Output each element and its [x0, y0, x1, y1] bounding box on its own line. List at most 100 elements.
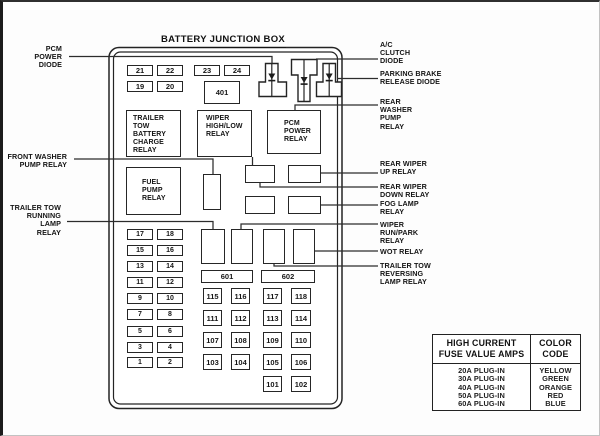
connector-602: 602	[261, 270, 315, 283]
relay-rear-wiper-down	[245, 165, 275, 183]
callout-fog-lamp-relay: FOG LAMP RELAY	[380, 199, 419, 217]
callout-leader-lines	[67, 55, 378, 267]
fuse-111: 111	[203, 310, 222, 326]
relay-trailer-tow-reversing-lamp	[263, 229, 285, 264]
fuse-9: 9	[127, 293, 153, 304]
fuse-1: 1	[127, 357, 153, 368]
callout-front-washer-pump-relay: FRONT WASHER PUMP RELAY	[7, 152, 67, 170]
fuse-103: 103	[203, 354, 222, 370]
relay-front-washer-pump	[203, 174, 221, 210]
callout-wiper-run-park-relay: WIPER RUN/PARK RELAY	[380, 220, 419, 246]
fuse-106: 106	[291, 354, 311, 370]
fuse-5: 5	[127, 326, 153, 337]
fuse-108: 108	[231, 332, 250, 348]
legend-color-orange: ORANGE	[538, 382, 573, 392]
legend-color-blue: BLUE	[545, 399, 566, 409]
callout-rear-wiper-up-relay: REAR WIPER UP RELAY	[380, 159, 427, 177]
relay-trailer-tow-battery-charge-label: TRAILER TOW BATTERY CHARGE RELAY	[133, 115, 166, 155]
fuse-107: 107	[203, 332, 222, 348]
fuse-22: 22	[157, 65, 183, 76]
relay-trailer-tow-running-lamp	[201, 229, 225, 264]
legend-amps-column: 20A PLUG-IN 30A PLUG-IN 40A PLUG-IN 50A …	[433, 364, 531, 410]
fuse-20: 20	[157, 81, 183, 92]
junction-box-inner-border	[112, 51, 339, 405]
fuse-110: 110	[291, 332, 311, 348]
legend-body-row: 20A PLUG-IN 30A PLUG-IN 40A PLUG-IN 50A …	[433, 364, 580, 410]
callout-wot-relay: WOT RELAY	[380, 246, 424, 256]
fuse-4: 4	[157, 342, 183, 353]
legend-color-yellow: YELLOW	[539, 366, 572, 375]
relay-fuel-pump-label: FUEL PUMP RELAY	[142, 179, 166, 203]
callout-pcm-power-diode: PCM POWER DIODE	[34, 44, 62, 70]
fuse-19: 19	[127, 81, 153, 92]
fuse-14: 14	[157, 261, 183, 272]
fuse-105: 105	[263, 354, 282, 370]
callout-ac-clutch-diode: A/C CLUTCH DIODE	[380, 40, 411, 66]
relay-pcm-power: PCM POWER RELAY	[267, 110, 321, 154]
legend-amps-60: 60A PLUG-IN	[458, 399, 505, 409]
parking-brake-release-diode-symbol	[315, 62, 343, 98]
legend-table: HIGH CURRENT FUSE VALUE AMPS COLOR CODE …	[432, 334, 581, 411]
fuse-401: 401	[204, 81, 240, 104]
relay-rear-wiper-up	[288, 165, 321, 183]
fuse-102: 102	[291, 376, 311, 392]
leader-trailer-tow-running-lamp-relay	[67, 220, 214, 229]
fuse-6: 6	[157, 326, 183, 337]
fuse-2: 2	[157, 357, 183, 368]
legend-amps-50: 50A PLUG-IN	[458, 390, 505, 400]
leader-rear-wiper-down-relay	[259, 182, 378, 188]
relay-wiper-run-park	[231, 229, 253, 264]
fuse-10: 10	[157, 293, 183, 304]
fuse-15: 15	[127, 245, 153, 256]
callout-rear-wiper-down-relay: REAR WIPER DOWN RELAY	[380, 181, 430, 199]
leader-trailer-tow-reversing-lamp-relay	[273, 263, 378, 267]
callout-parking-brake-release-diode: PARKING BRAKE RELEASE DIODE	[380, 69, 442, 87]
fuse-117: 117	[263, 288, 282, 304]
diagram-title-text: BATTERY JUNCTION BOX	[159, 34, 287, 48]
relay-wiper-high-low-label: WIPER HIGH/LOW RELAY	[206, 115, 243, 139]
fuse-23: 23	[194, 65, 220, 76]
legend-header-color-code: COLOR CODE	[539, 338, 572, 359]
relay-pcm-power-label: PCM POWER RELAY	[284, 120, 311, 144]
callout-rear-washer-pump-relay: REAR WASHER PUMP RELAY	[380, 97, 413, 131]
legend-header-fuse-value: HIGH CURRENT FUSE VALUE AMPS	[433, 335, 531, 363]
legend-amps-30: 30A PLUG-IN	[458, 374, 505, 384]
fuse-21: 21	[127, 65, 153, 76]
fuse-16: 16	[157, 245, 183, 256]
legend-amps-20: 20A PLUG-IN	[458, 366, 505, 375]
callout-trailer-tow-running-lamp-relay: TRAILER TOW RUNNING LAMP RELAY	[10, 203, 61, 237]
callout-trailer-tow-reversing-lamp-relay: TRAILER TOW REVERSING LAMP RELAY	[380, 261, 431, 287]
fuse-118: 118	[291, 288, 311, 304]
fuse-8: 8	[157, 309, 183, 320]
fuse-109: 109	[263, 332, 282, 348]
fuse-18: 18	[157, 229, 183, 240]
relay-wiper-high-low: WIPER HIGH/LOW RELAY	[197, 110, 252, 157]
fuse-7: 7	[127, 309, 153, 320]
connector-601: 601	[201, 270, 253, 283]
leader-wiper-run-park-relay	[240, 223, 378, 229]
legend-color-column: YELLOW GREEN ORANGE RED BLUE	[531, 364, 580, 410]
legend-color-green: GREEN	[542, 374, 569, 384]
relay-spare-box	[245, 196, 275, 214]
fuse-101: 101	[263, 376, 282, 392]
relay-wot	[293, 229, 315, 264]
fuse-13: 13	[127, 261, 153, 272]
pcm-power-diode-symbol	[258, 62, 288, 98]
fuse-112: 112	[231, 310, 250, 326]
leader-pcm-power-diode	[69, 55, 273, 64]
fuse-3: 3	[127, 342, 153, 353]
diagram-title: BATTERY JUNCTION BOX	[153, 29, 293, 48]
fuse-113: 113	[263, 310, 282, 326]
fuse-17: 17	[127, 229, 153, 240]
leader-rear-washer-pump-relay	[294, 104, 378, 110]
legend-amps-40: 40A PLUG-IN	[458, 382, 505, 392]
relay-fuel-pump: FUEL PUMP RELAY	[126, 167, 181, 215]
fuse-12: 12	[157, 277, 183, 288]
fuse-11: 11	[127, 277, 153, 288]
legend-color-red: RED	[547, 390, 564, 400]
relay-fog-lamp	[288, 196, 321, 214]
leader-front-washer-pump-relay	[74, 158, 214, 174]
fuse-104: 104	[231, 354, 250, 370]
fuse-114: 114	[291, 310, 311, 326]
